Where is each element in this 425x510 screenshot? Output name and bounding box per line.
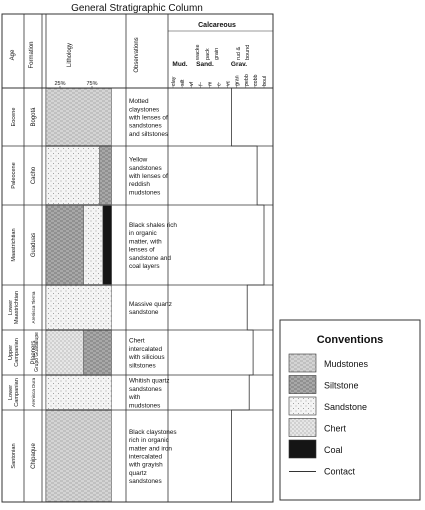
grain-size-label: m (207, 81, 213, 86)
grain-size-label: vc (226, 80, 232, 86)
lithology-mud-block (45, 410, 112, 502)
grain-group-grav: Grav. (231, 61, 247, 68)
legend-item-label: Contact (324, 467, 356, 477)
legend-chert-swatch (288, 418, 317, 437)
unit-age-label: LowerMaastrichtian (8, 291, 20, 324)
unit-formation-label: Arenisca Tierna (31, 291, 36, 323)
carbonate-term-label: rud & (236, 47, 242, 60)
legend-sand-swatch (288, 396, 317, 416)
unit-formation-label: Cacho (31, 166, 37, 184)
unit-age-label: LowerCampanian (8, 378, 20, 407)
grain-size-label: vf (189, 81, 195, 86)
unit-age-label: UpperCampanian (8, 338, 20, 367)
lithology-sand-block (45, 146, 100, 205)
grain-size-label: silt (180, 79, 186, 86)
carbonate-term-label: grain (214, 48, 220, 60)
formation-column-header: Formation (29, 41, 35, 68)
grain-size-label: clay (171, 76, 177, 86)
grain-size-label: c (217, 83, 223, 86)
grain-group-mud: Mud. (172, 61, 187, 68)
unit-formation-label: Plaeners (31, 341, 37, 365)
legend: Conventions MudstonesSiltstoneSandstoneC… (279, 319, 421, 501)
lithology-sand-block (83, 205, 104, 285)
lithology-silt-block (99, 146, 112, 205)
grain-size-profile (231, 88, 265, 502)
grain-size-label: gran (235, 75, 241, 86)
group-label: Grupo Guadalupe (34, 332, 40, 372)
legend-item-label: Chert (324, 424, 347, 434)
observations-column-header: Observations (134, 37, 140, 72)
unit-formation-label: Guaduas (31, 233, 37, 257)
legend-items: MudstonesSiltstoneSandstoneChertCoalCont… (288, 353, 369, 477)
legend-item-silt: Siltstone (288, 375, 359, 394)
calcareous-label: Calcareous (198, 22, 236, 29)
legend-item-label: Siltstone (324, 381, 359, 391)
legend-item-label: Coal (324, 445, 343, 455)
column-title: General Stratigraphic Column (71, 3, 203, 14)
lithology-silt-block (83, 330, 112, 375)
grain-size-label: boul (262, 76, 268, 86)
legend-item-label: Sandstone (324, 402, 367, 412)
grain-size-profile-line (231, 88, 265, 502)
age-column-header: Age (10, 49, 16, 60)
unit-age-label: Santonian (11, 443, 17, 468)
legend-item-label: Mudstones (324, 359, 369, 369)
legend-mud-swatch (288, 353, 317, 373)
unit-row: LowerCampanian Arenisca Dura Whitish quart… (2, 375, 273, 411)
legend-silt-swatch (288, 375, 317, 394)
carbonate-term-label: bound (245, 45, 251, 60)
pct-75-label: 75% (86, 81, 97, 87)
carbonate-term-label: pack (205, 48, 211, 60)
lithology-mud-block (45, 88, 112, 146)
lithology-chert-block (45, 330, 84, 375)
pct-25-label: 25% (54, 81, 65, 87)
unit-age-label: Paleocene (11, 162, 17, 188)
grain-size-label: f (198, 84, 204, 86)
lithology-column-header: Lithology (67, 43, 73, 67)
grain-size-label: pebb (244, 74, 250, 86)
legend-item-chert: Chert (288, 418, 347, 437)
unit-row: LowerMaastrichtian Arenisca Tierna Massive… (2, 285, 273, 331)
unit-formation-label: Chipaque (31, 442, 37, 468)
unit-age-label: Eocene (11, 108, 17, 127)
lithology-coal-block (102, 205, 112, 285)
unit-formation-label: Bogotá (31, 107, 37, 127)
unit-formation-label: Arenisca Dura (31, 378, 36, 408)
unit-age-label: Maastrichtian (11, 228, 17, 261)
lithology-silt-block (45, 205, 84, 285)
legend-item-mud: Mudstones (288, 353, 369, 373)
legend-item-contact: Contact (289, 467, 356, 477)
grain-size-label: cobb (253, 74, 259, 86)
carbonate-term-label: wacke (195, 44, 201, 61)
lithology-sand-block (45, 375, 112, 410)
legend-coal-swatch (288, 439, 317, 459)
legend-item-sand: Sandstone (288, 396, 367, 416)
legend-title: Conventions (317, 334, 384, 346)
lithology-sand-block (45, 285, 112, 330)
grain-group-sand: Sand. (196, 61, 214, 68)
legend-item-coal: Coal (288, 439, 343, 459)
